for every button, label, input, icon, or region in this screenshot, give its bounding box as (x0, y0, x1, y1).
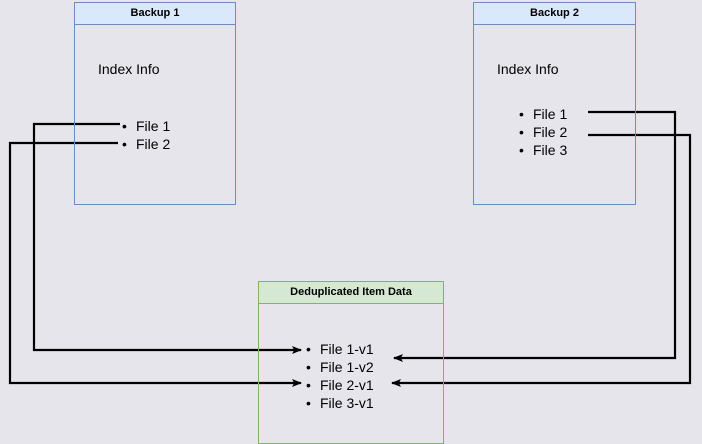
list-item: File 2 (519, 123, 567, 141)
backup-2-file-list: File 1 File 2 File 3 (519, 105, 567, 159)
list-item: File 1-v1 (306, 340, 374, 358)
list-item: File 2 (122, 135, 170, 153)
deduplicated-item-data-box: Deduplicated Item Data File 1-v1 File 1-… (258, 281, 444, 444)
backup-2-body: Index Info File 1 File 2 File 3 (474, 25, 635, 204)
deduplicated-item-data-body: File 1-v1 File 1-v2 File 2-v1 File 3-v1 (259, 304, 443, 443)
backup-1-title: Backup 1 (75, 3, 235, 25)
backup-2-box: Backup 2 Index Info File 1 File 2 File 3 (473, 2, 636, 205)
backup-1-body: Index Info File 1 File 2 (75, 25, 235, 204)
list-item: File 3-v1 (306, 394, 374, 412)
backup-1-index-label: Index Info (98, 61, 160, 77)
list-item: File 1 (519, 105, 567, 123)
backup-1-box: Backup 1 Index Info File 1 File 2 (74, 2, 236, 205)
list-item: File 3 (519, 141, 567, 159)
backup-1-file-list: File 1 File 2 (122, 117, 170, 153)
backup-2-title: Backup 2 (474, 3, 635, 25)
list-item: File 1-v2 (306, 358, 374, 376)
deduplicated-file-list: File 1-v1 File 1-v2 File 2-v1 File 3-v1 (306, 340, 374, 412)
list-item: File 2-v1 (306, 376, 374, 394)
backup-2-index-label: Index Info (497, 61, 559, 77)
list-item: File 1 (122, 117, 170, 135)
deduplicated-item-data-title: Deduplicated Item Data (259, 282, 443, 304)
